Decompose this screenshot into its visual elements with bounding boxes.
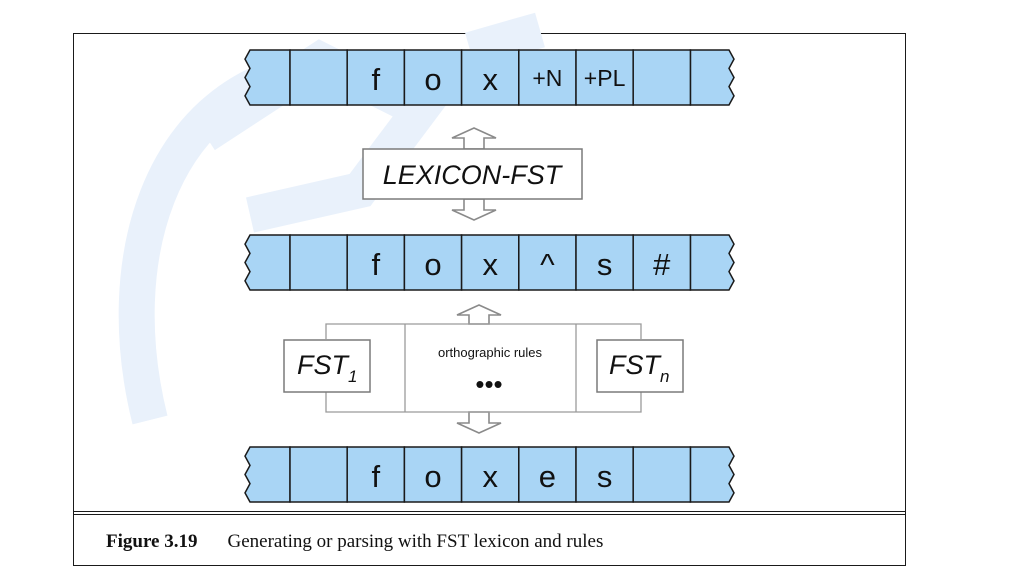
tape-cell (575, 446, 634, 503)
tape-symbol: f (371, 62, 380, 97)
tape-symbol: x (482, 247, 498, 282)
figure-caption: Figure 3.19 Generating or parsing with FS… (106, 531, 603, 553)
fst-n-subscript: n (660, 367, 669, 386)
tape-symbol: f (371, 247, 380, 282)
tape-symbol: s (597, 459, 613, 494)
lexicon-fst-label: LEXICON-FST (383, 160, 564, 190)
tape-symbol: ^ (540, 247, 555, 282)
tape-symbol: x (482, 62, 498, 97)
tape-cell (289, 446, 348, 503)
fst-n-box: FSTn (596, 339, 684, 393)
tape-left-end (244, 49, 291, 106)
down-arrow-rules (456, 411, 502, 434)
tape-cell (518, 234, 577, 291)
tape-right-end (689, 446, 735, 503)
figure-caption-text: Generating or parsing with FST lexicon a… (227, 531, 604, 552)
tape-cell (575, 49, 634, 106)
up-arrow-rules (456, 304, 502, 325)
tape-symbol: f (371, 459, 380, 494)
intermediate-tape: f o x ^ s # (244, 234, 735, 291)
tape-cell (403, 49, 463, 106)
tape-cell (403, 446, 463, 503)
tape-right-end (689, 234, 735, 291)
tape-cell (632, 446, 692, 503)
tape-right-end (689, 49, 735, 106)
fst-1-subscript: 1 (348, 367, 357, 386)
fst-n-label: FST (609, 350, 663, 380)
tape-symbol: +PL (584, 65, 626, 91)
tape-symbol: s (597, 247, 613, 282)
tape-cell (632, 234, 692, 291)
caption-divider (73, 511, 906, 515)
down-arrow-lexicon (451, 198, 497, 221)
tape-symbol: x (482, 459, 498, 494)
tape-cell (289, 49, 348, 106)
tape-cell (460, 49, 520, 106)
tape-symbol: o (424, 247, 441, 282)
svg-text:FSTn: FSTn (609, 350, 669, 386)
tape-left-end (244, 446, 291, 503)
lexical-tape: f o x +N +PL (244, 49, 735, 106)
tape-symbol: +N (532, 65, 562, 91)
tape-symbol: e (539, 459, 556, 494)
svg-text:FST1: FST1 (297, 350, 357, 386)
fst-1-box: FST1 (283, 339, 371, 393)
tape-symbol: o (424, 459, 441, 494)
ellipsis: ••• (475, 369, 502, 399)
tape-left-end (244, 234, 291, 291)
orthographic-rules-label: orthographic rules (438, 345, 543, 360)
fst-1-label: FST (297, 350, 351, 380)
rules-bracket (325, 323, 642, 413)
figure-number: Figure 3.19 (106, 531, 198, 552)
tape-cell (460, 234, 520, 291)
tape-symbol: o (424, 62, 441, 97)
tape-cell (518, 446, 577, 503)
tape-cell (632, 49, 692, 106)
tape-cell (289, 234, 348, 291)
tape-cell (575, 234, 634, 291)
lexicon-fst-box: LEXICON-FST (362, 148, 583, 200)
tape-cell (518, 49, 577, 106)
tape-cell (460, 446, 520, 503)
tape-cell (403, 234, 463, 291)
up-arrow-lexicon (451, 127, 497, 150)
tape-symbol: # (653, 247, 671, 282)
tape-cell (346, 49, 406, 106)
tape-cell (346, 446, 406, 503)
